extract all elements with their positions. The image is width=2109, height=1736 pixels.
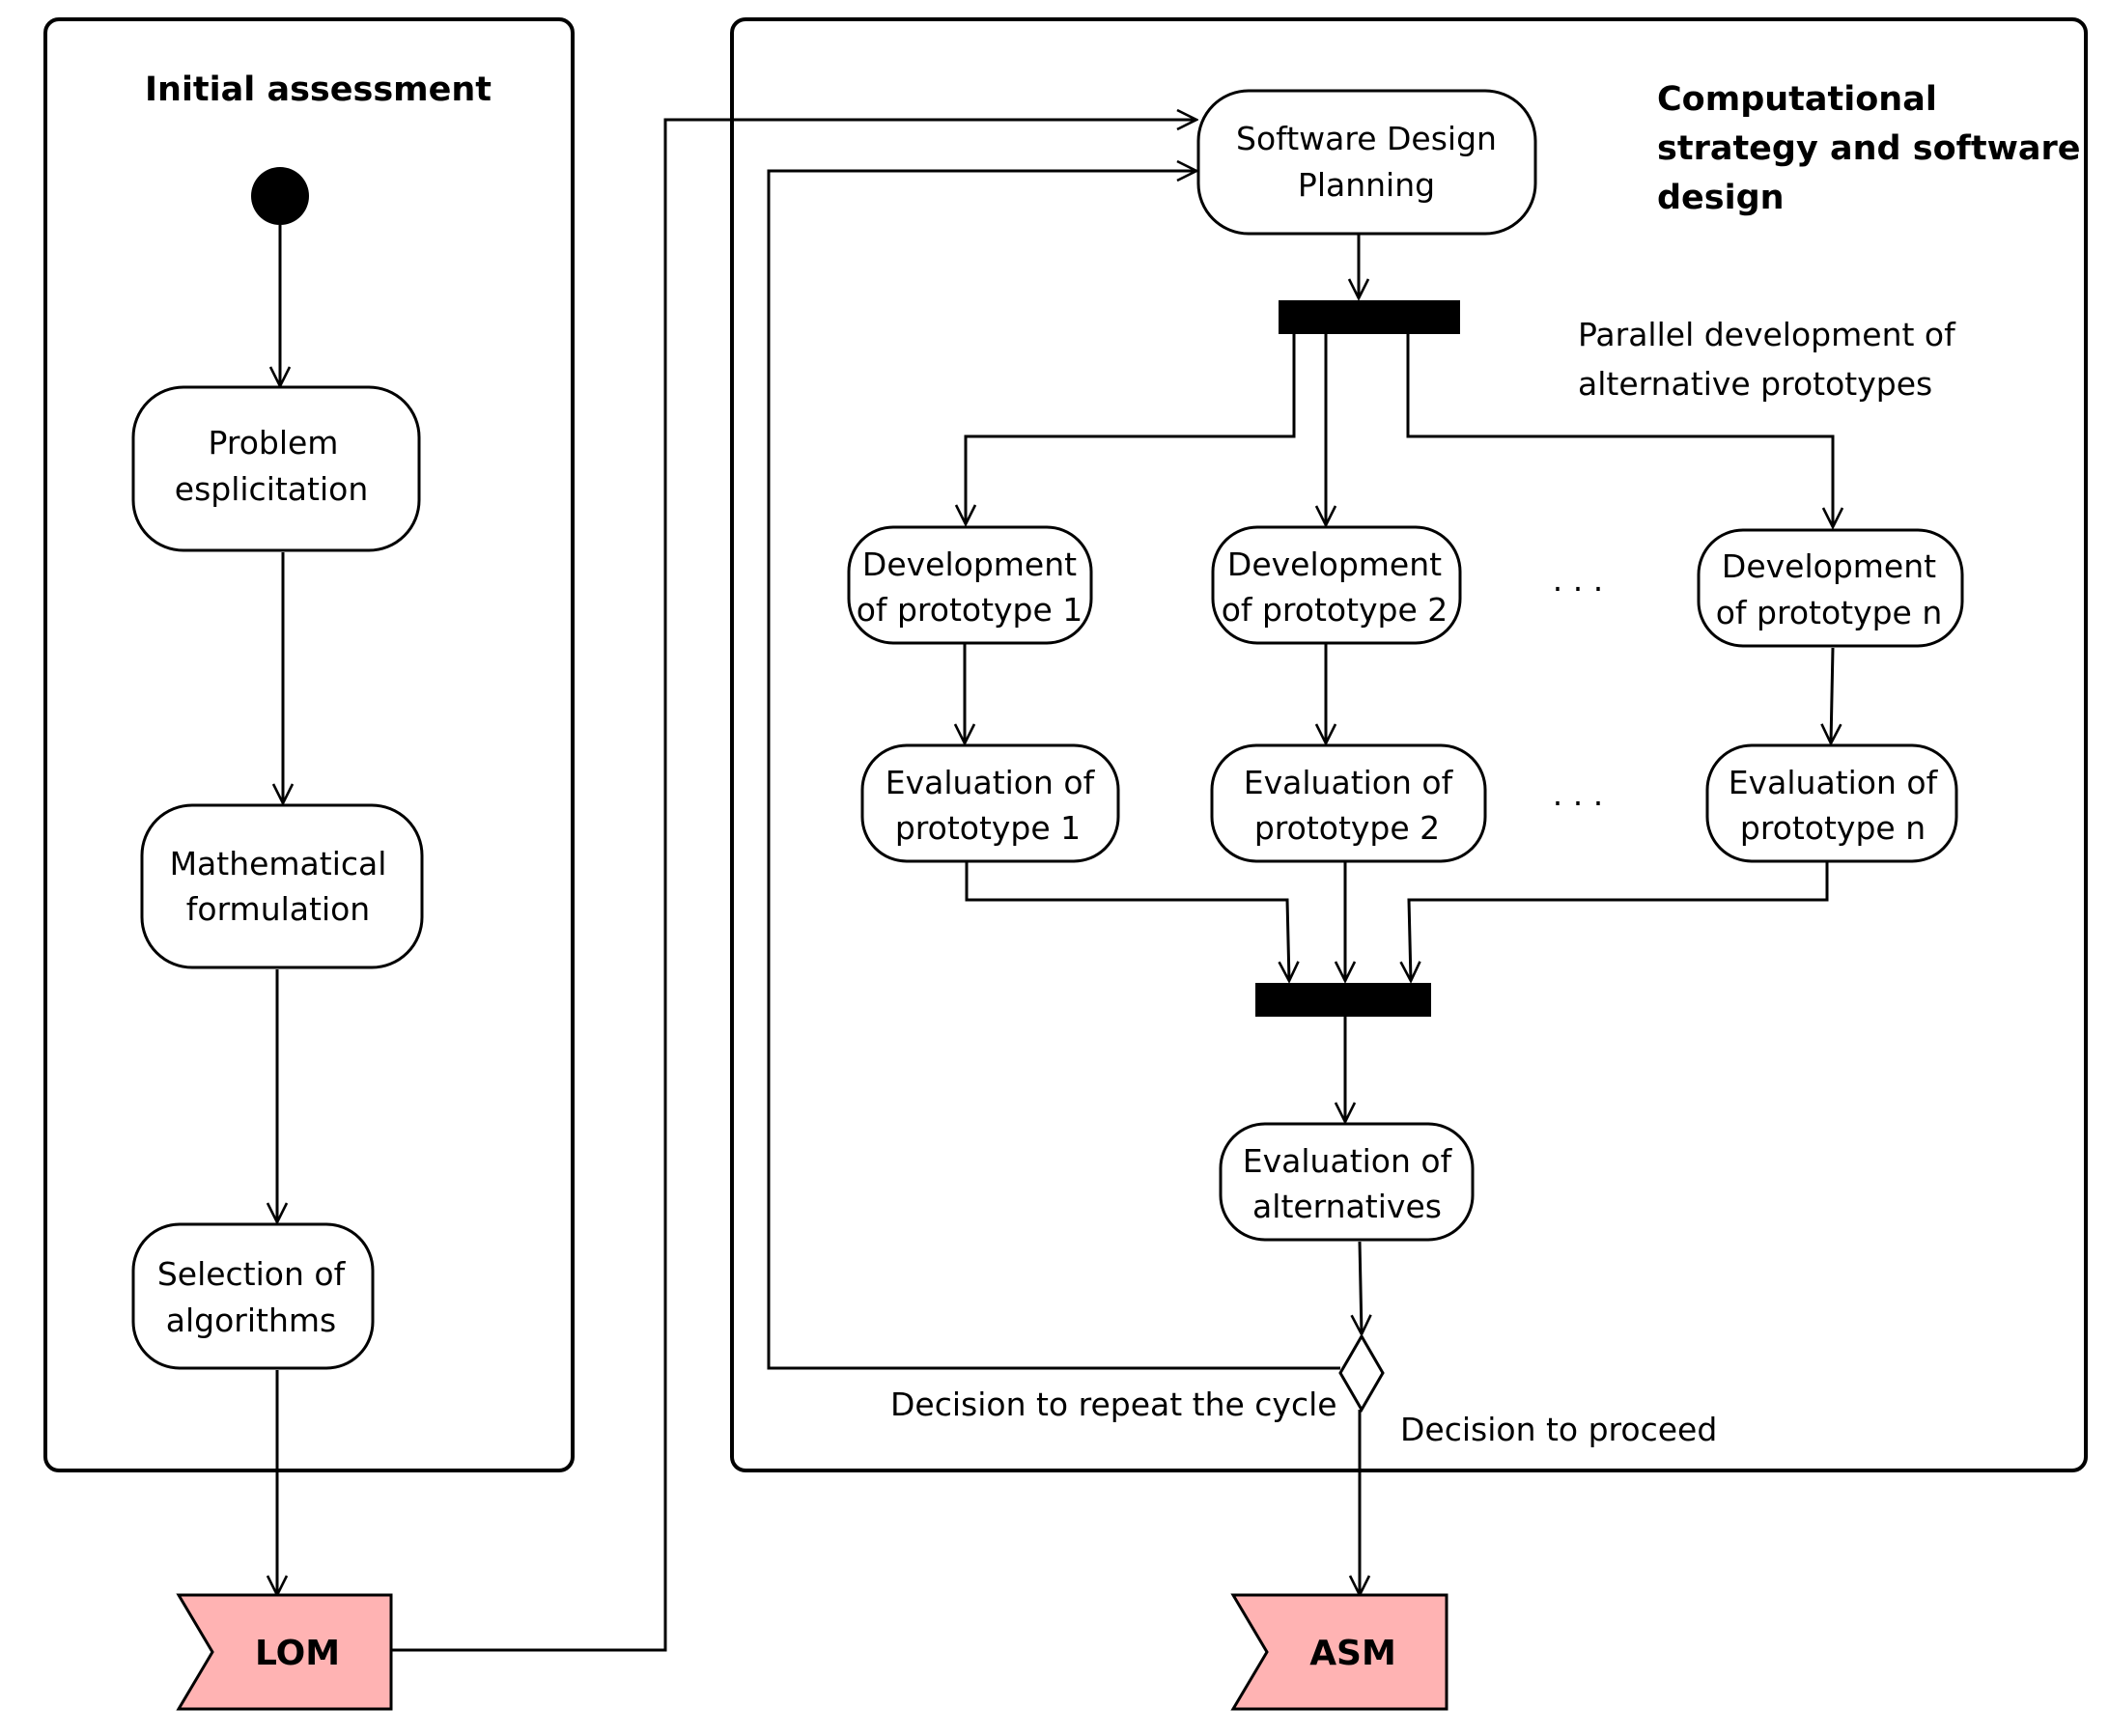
edge-evalalt-decision [1360, 1241, 1362, 1334]
svg-text:of prototype 2: of prototype 2 [1222, 591, 1448, 629]
svg-text:algorithms: algorithms [166, 1302, 336, 1339]
node-problem-esplicitation: Problem esplicitation [131, 385, 421, 552]
lane-computational-strategy [730, 17, 2088, 1472]
edge-fork-dev1 [966, 334, 1296, 524]
svg-text:prototype n: prototype n [1740, 809, 1926, 847]
label-repeat: Decision to repeat the cycle [890, 1386, 1337, 1423]
node-eval-prototype-1: Evaluation of prototype 1 [860, 743, 1120, 863]
node-selection-of-algorithms: Selection of algorithms [131, 1222, 375, 1370]
svg-text:Software Design: Software Design [1236, 120, 1497, 157]
svg-text:of prototype 1: of prototype 1 [857, 591, 1083, 629]
svg-text:Mathematical: Mathematical [170, 845, 387, 882]
label-proceed: Decision to proceed [1400, 1411, 1717, 1448]
lane-title-computational-2: strategy and software [1657, 129, 2081, 168]
node-dev-prototype-2: Development of prototype 2 [1211, 525, 1462, 645]
ellipsis-dev: . . . [1553, 561, 1603, 599]
join-bar [1255, 983, 1431, 1017]
svg-text:Evaluation of: Evaluation of [886, 764, 1096, 801]
initial-node [251, 167, 309, 225]
parallel-label-2: alternative prototypes [1578, 365, 1932, 403]
svg-text:esplicitation: esplicitation [175, 470, 368, 508]
svg-text:prototype 1: prototype 1 [895, 809, 1081, 847]
node-eval-prototype-n: Evaluation of prototype n [1705, 743, 1958, 863]
flag-asm: ASM [1230, 1593, 1448, 1711]
svg-text:alternatives: alternatives [1252, 1188, 1442, 1225]
svg-text:Development: Development [1722, 547, 1936, 585]
svg-text:Evaluation of: Evaluation of [1243, 1142, 1453, 1180]
flag-lom: LOM [176, 1593, 393, 1711]
node-eval-prototype-2: Evaluation of prototype 2 [1210, 743, 1487, 863]
fork-bar [1279, 300, 1460, 334]
svg-text:Development: Development [1227, 546, 1442, 583]
svg-text:formulation: formulation [186, 890, 370, 928]
svg-text:Problem: Problem [209, 424, 339, 462]
ellipsis-eval: . . . [1553, 775, 1603, 813]
svg-text:Planning: Planning [1298, 166, 1435, 204]
lane-title-computational-1: Computational [1657, 80, 1937, 119]
node-software-design-planning: Software Design Planning [1196, 89, 1537, 236]
node-dev-prototype-1: Development of prototype 1 [847, 525, 1093, 645]
decision-node [1338, 1333, 1385, 1413]
parallel-label-1: Parallel development of [1578, 316, 1956, 353]
svg-text:of prototype n: of prototype n [1716, 594, 1943, 631]
svg-text:Selection of: Selection of [157, 1255, 347, 1293]
lane-initial-assessment [43, 17, 575, 1472]
node-dev-prototype-n: Development of prototype n [1697, 528, 1964, 648]
svg-text:LOM: LOM [255, 1634, 340, 1673]
node-eval-alternatives: Evaluation of alternatives [1219, 1122, 1475, 1242]
svg-text:Evaluation of: Evaluation of [1244, 764, 1454, 801]
lane-title-computational-3: design [1657, 179, 1785, 217]
edge-devn-evaln [1831, 647, 1833, 743]
edge-decision-repeat [767, 171, 1340, 1370]
edge-evaln-join [1409, 861, 1829, 981]
edge-lom-sdp [391, 120, 1196, 1652]
svg-text:prototype 2: prototype 2 [1254, 809, 1440, 847]
svg-text:Evaluation of: Evaluation of [1729, 764, 1939, 801]
node-mathematical-formulation: Mathematical formulation [140, 803, 424, 969]
edge-fork-devn [1406, 334, 1833, 527]
lane-title-initial: Initial assessment [145, 70, 492, 109]
svg-text:ASM: ASM [1309, 1634, 1396, 1673]
svg-text:Development: Development [862, 546, 1077, 583]
edge-eval1-join [965, 861, 1289, 981]
